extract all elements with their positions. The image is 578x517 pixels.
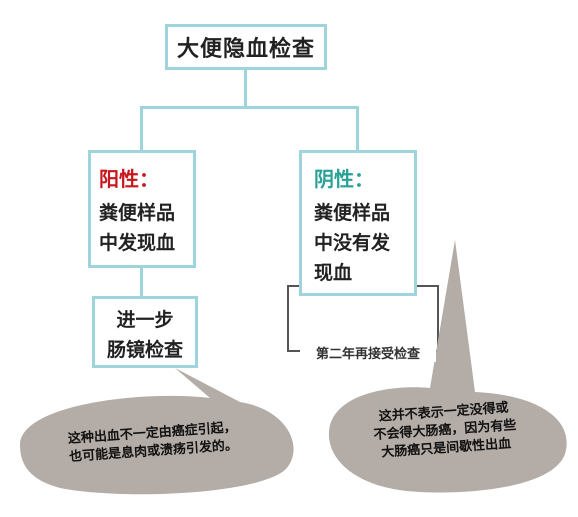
positive-node: 阳性： 粪便样品 中发现血 (88, 150, 196, 268)
followup-node: 进一步 肠镜检查 (92, 296, 198, 368)
root-node: 大便隐血检查 (165, 24, 327, 70)
connector-positive-to-followup (140, 266, 143, 298)
bubble-left-shape (20, 368, 294, 495)
negative-node: 阴性： 粪便样品 中没有发 现血 (299, 150, 417, 296)
negative-title: 阴性： (314, 167, 374, 191)
connector-to-positive (140, 106, 143, 152)
connector-horizontal (140, 106, 359, 109)
connector-to-negative (356, 106, 359, 152)
positive-body: 粪便样品 中发现血 (99, 202, 176, 254)
recheck-bracket-left (287, 285, 289, 351)
bubble-right-shape (328, 240, 567, 493)
recheck-bracket-right (437, 285, 439, 351)
recheck-bracket-right-top (416, 285, 439, 287)
negative-body: 粪便样品 中没有发 现血 (314, 202, 391, 284)
connector-root-down (244, 70, 247, 108)
recheck-label: 第二年再接受检查 (300, 343, 436, 362)
root-label: 大便隐血检查 (176, 37, 315, 62)
positive-title: 阳性： (99, 167, 159, 191)
recheck-bracket-left-top (287, 285, 301, 287)
